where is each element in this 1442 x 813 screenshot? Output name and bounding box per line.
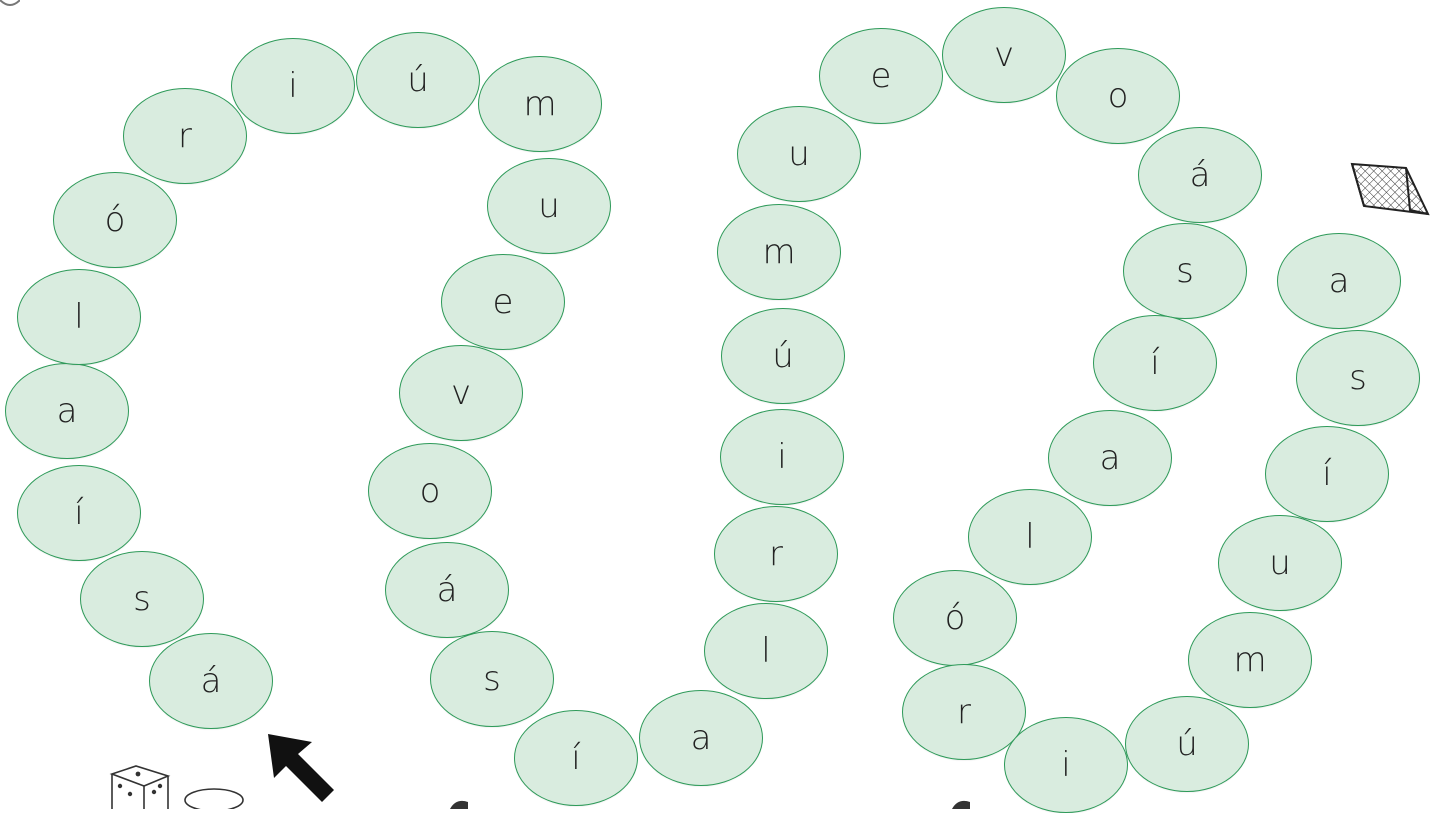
space-letter: m (523, 87, 556, 121)
board-space-27[interactable]: o (1056, 48, 1180, 144)
board-space-24[interactable]: u (737, 106, 861, 202)
board-space-3[interactable]: í (17, 465, 141, 561)
space-letter: ó (105, 203, 126, 237)
board-space-12[interactable]: e (441, 254, 565, 350)
board-space-19[interactable]: l (704, 603, 828, 699)
soccer-goal-icon (1344, 158, 1434, 230)
space-letter: í (1322, 457, 1331, 491)
space-letter: l (74, 300, 83, 334)
board-space-21[interactable]: i (720, 409, 844, 505)
space-letter: a (1329, 264, 1350, 298)
board-space-32[interactable]: l (968, 489, 1092, 585)
board-space-14[interactable]: o (368, 443, 492, 539)
space-letter: m (1233, 643, 1266, 677)
space-letter: í (571, 741, 580, 775)
space-letter: s (133, 582, 151, 616)
space-letter: u (1269, 546, 1291, 580)
board-space-41[interactable]: a (1277, 233, 1401, 329)
space-letter: e (871, 59, 892, 93)
board-space-28[interactable]: á (1138, 127, 1262, 223)
board-space-11[interactable]: u (487, 158, 611, 254)
board-space-8[interactable]: i (231, 38, 355, 134)
space-letter: ú (772, 339, 794, 373)
page-mark-icon (950, 798, 972, 809)
board-space-34[interactable]: r (902, 664, 1026, 760)
space-letter: i (288, 69, 297, 103)
space-letter: v (451, 376, 471, 410)
space-letter: í (74, 496, 83, 530)
space-letter: a (1100, 441, 1121, 475)
corner-mark-icon (0, 0, 20, 10)
board-space-6[interactable]: ó (53, 172, 177, 268)
board-space-18[interactable]: a (639, 690, 763, 786)
board-space-40[interactable]: s (1296, 330, 1420, 426)
board-space-4[interactable]: a (5, 363, 129, 459)
start-arrow-icon (262, 728, 342, 808)
space-letter: a (57, 394, 78, 428)
board-space-23[interactable]: m (717, 204, 841, 300)
space-letter: a (691, 721, 712, 755)
space-letter: l (761, 634, 770, 668)
space-letter: á (437, 573, 458, 607)
dice-icon (106, 764, 176, 809)
board-space-22[interactable]: ú (721, 308, 845, 404)
board-space-5[interactable]: l (17, 269, 141, 365)
space-letter: i (1061, 748, 1070, 782)
space-letter: í (1150, 346, 1159, 380)
space-letter: r (957, 695, 971, 729)
board-space-29[interactable]: s (1123, 223, 1247, 319)
space-letter: ú (407, 63, 429, 97)
space-letter: o (1108, 79, 1129, 113)
board-space-26[interactable]: v (942, 7, 1066, 103)
board-space-1[interactable]: á (149, 633, 273, 729)
board-space-13[interactable]: v (399, 345, 523, 441)
board-space-35[interactable]: i (1004, 717, 1128, 813)
board-space-39[interactable]: í (1265, 426, 1389, 522)
board-space-2[interactable]: s (80, 551, 204, 647)
space-letter: m (762, 235, 795, 269)
board-space-38[interactable]: u (1218, 515, 1342, 611)
board-space-17[interactable]: í (514, 710, 638, 806)
space-letter: á (1190, 158, 1211, 192)
space-letter: v (994, 38, 1014, 72)
board-space-9[interactable]: ú (356, 32, 480, 128)
space-letter: u (538, 189, 560, 223)
board-space-10[interactable]: m (478, 56, 602, 152)
space-letter: s (1349, 361, 1367, 395)
space-letter: e (493, 285, 514, 319)
board-space-37[interactable]: m (1188, 612, 1312, 708)
space-letter: r (769, 537, 783, 571)
space-letter: ú (1176, 727, 1198, 761)
space-letter: l (1025, 520, 1034, 554)
board-space-30[interactable]: í (1093, 315, 1217, 411)
board-space-36[interactable]: ú (1125, 696, 1249, 792)
board-space-33[interactable]: ó (893, 570, 1017, 666)
space-letter: s (1176, 254, 1194, 288)
space-letter: á (201, 664, 222, 698)
page-mark-icon (448, 798, 470, 809)
board-space-7[interactable]: r (123, 88, 247, 184)
space-letter: i (777, 440, 786, 474)
board-space-20[interactable]: r (714, 506, 838, 602)
game-token-icon (182, 786, 246, 809)
board-space-25[interactable]: e (819, 28, 943, 124)
space-letter: r (178, 119, 192, 153)
board-space-16[interactable]: s (430, 631, 554, 727)
space-letter: u (788, 137, 810, 171)
space-letter: o (420, 474, 441, 508)
board-space-31[interactable]: a (1048, 410, 1172, 506)
board-space-15[interactable]: á (385, 542, 509, 638)
space-letter: s (483, 662, 501, 696)
space-letter: ó (945, 601, 966, 635)
